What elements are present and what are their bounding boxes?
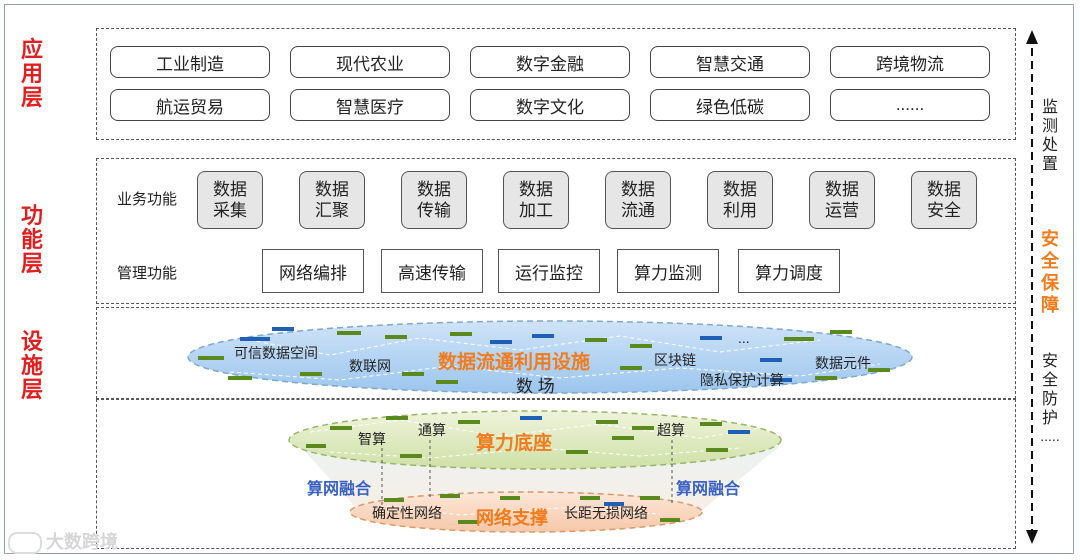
green-bar bbox=[400, 454, 422, 458]
green-bar bbox=[700, 422, 722, 426]
green-bar bbox=[660, 518, 680, 522]
data-field-label: 数联网 bbox=[349, 356, 391, 376]
green-bar bbox=[306, 444, 326, 448]
green-bar bbox=[386, 416, 408, 420]
blue-bar bbox=[272, 327, 294, 331]
green-bar bbox=[458, 520, 478, 524]
green-bar bbox=[830, 330, 852, 334]
blue-bar bbox=[728, 430, 750, 434]
green-bar bbox=[596, 420, 618, 424]
green-bar bbox=[440, 494, 460, 498]
blue-bar bbox=[532, 334, 554, 338]
network-label: 确定性网络 bbox=[372, 503, 442, 523]
blue-bar bbox=[490, 340, 512, 344]
green-bar bbox=[612, 436, 634, 440]
green-bar bbox=[300, 372, 322, 376]
green-bar bbox=[385, 335, 407, 339]
green-bar bbox=[580, 496, 600, 500]
side-label-security: 安全保障 bbox=[1040, 228, 1060, 316]
green-bar bbox=[337, 331, 361, 335]
green-bar bbox=[198, 356, 224, 360]
compute-label: 通算 bbox=[418, 420, 446, 440]
green-bar bbox=[330, 426, 352, 430]
green-bar bbox=[384, 498, 404, 502]
green-bar bbox=[620, 366, 642, 370]
green-bar bbox=[500, 496, 520, 500]
green-bar bbox=[815, 376, 837, 380]
blue-bar bbox=[760, 358, 782, 362]
data-field-subtitle: 数 场 bbox=[516, 372, 555, 397]
side-label-defense: 安全防护 bbox=[1040, 352, 1060, 428]
data-field-label: 隐私保护计算 bbox=[700, 370, 784, 390]
blue-bar bbox=[240, 337, 270, 341]
fusion-label-right: 算网融合 bbox=[676, 475, 740, 499]
green-bar bbox=[630, 344, 652, 348]
blue-bar bbox=[700, 336, 722, 340]
green-bar bbox=[450, 332, 472, 336]
side-label-monitor: 监测处置 bbox=[1040, 98, 1060, 174]
side-label-more: ..... bbox=[1040, 432, 1060, 440]
watermark: 大数跨境 bbox=[8, 528, 118, 554]
watermark-text: 大数跨境 bbox=[46, 532, 118, 552]
green-bar bbox=[566, 450, 588, 454]
network-label: 长距无损网络 bbox=[564, 503, 648, 523]
green-bar bbox=[640, 496, 660, 500]
data-field-label: 区块链 bbox=[654, 350, 696, 370]
side-arrow-down bbox=[1026, 530, 1038, 544]
watermark-logo-icon bbox=[8, 532, 42, 554]
green-bar bbox=[458, 420, 480, 424]
data-field-label: 数据元件 bbox=[815, 353, 871, 373]
compute-label: 智算 bbox=[358, 429, 386, 449]
data-field-label: ... bbox=[738, 330, 750, 346]
network-title: 网络支撑 bbox=[476, 504, 548, 530]
green-bar bbox=[632, 426, 654, 430]
data-field-title: 数据流通利用设施 bbox=[438, 347, 590, 374]
side-arrow-up bbox=[1026, 30, 1038, 44]
compute-label: 超算 bbox=[657, 420, 685, 440]
green-bar bbox=[228, 376, 252, 380]
green-bar bbox=[784, 337, 814, 341]
green-bar bbox=[436, 380, 458, 384]
fusion-label-left: 算网融合 bbox=[307, 475, 371, 499]
green-bar bbox=[706, 448, 728, 452]
blue-bar bbox=[520, 416, 542, 420]
data-field-label: 可信数据空间 bbox=[234, 343, 318, 363]
compute-title: 算力底座 bbox=[476, 428, 552, 455]
green-bar bbox=[868, 368, 890, 372]
green-bar bbox=[402, 372, 424, 376]
green-bar bbox=[585, 338, 607, 342]
